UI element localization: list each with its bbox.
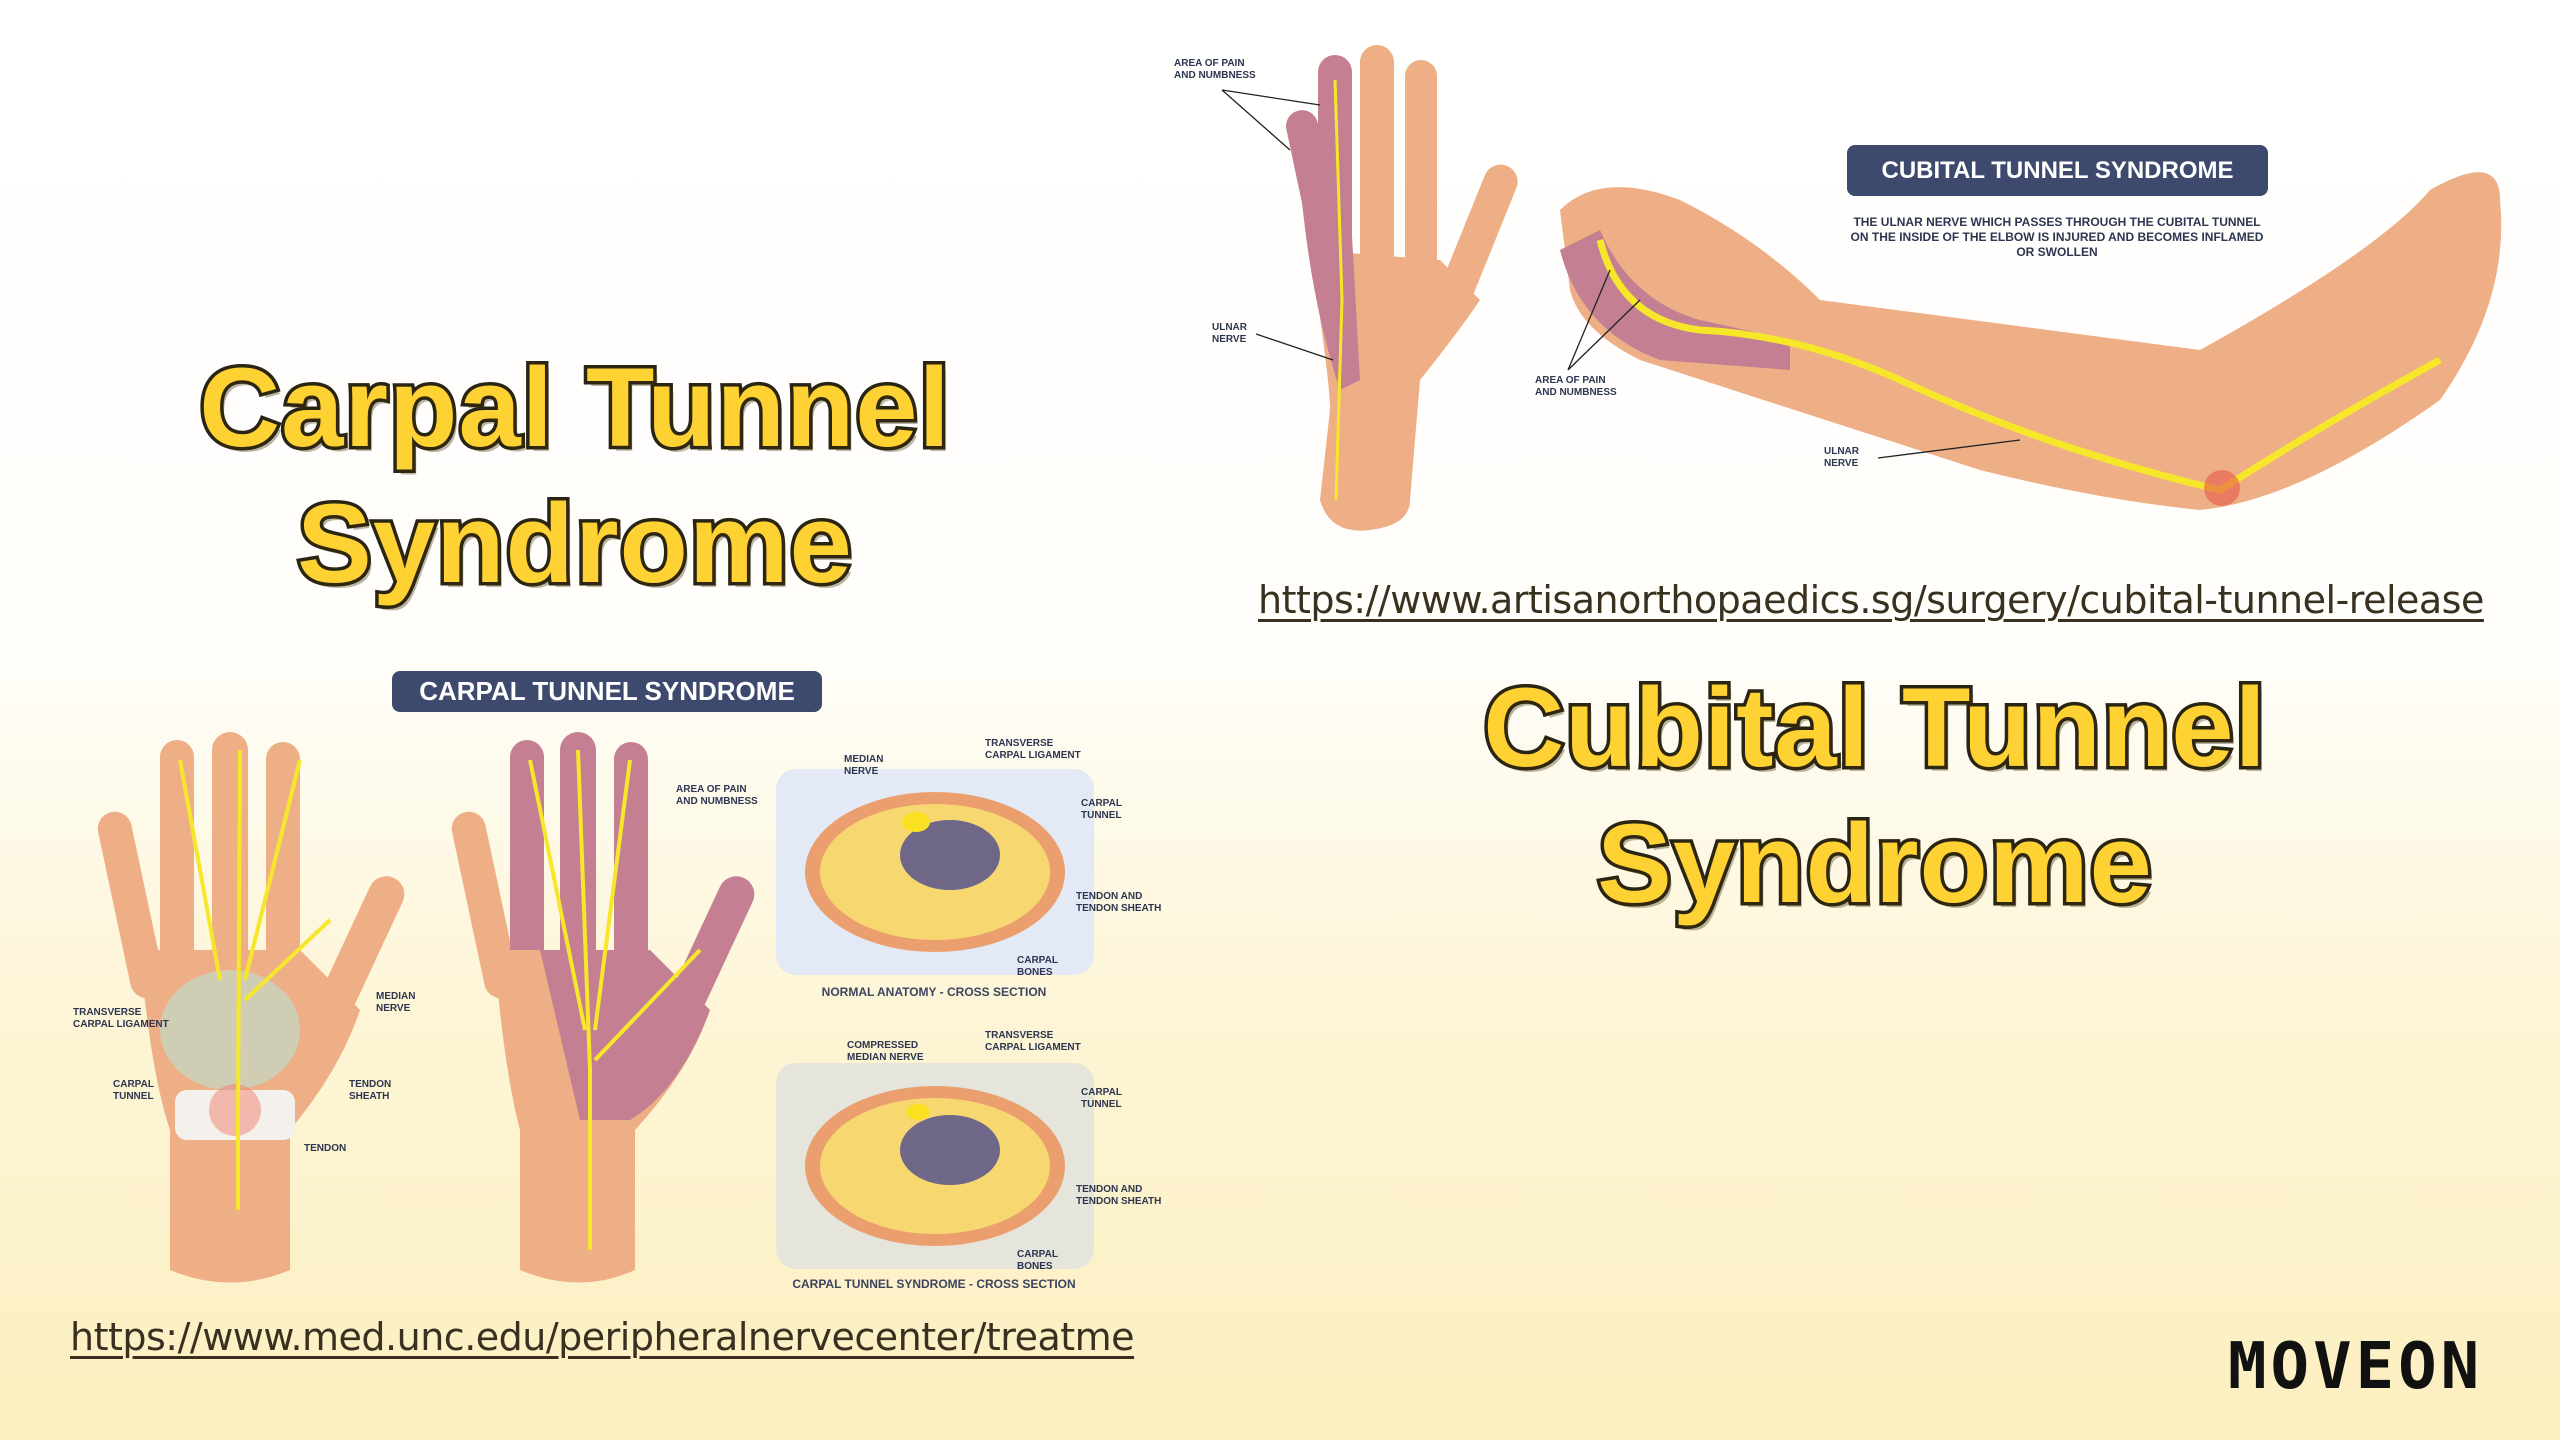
cross-section-normal bbox=[776, 769, 1094, 975]
tendon-label: TENDON bbox=[304, 1143, 347, 1154]
title-line: Cubital Tunnel bbox=[1480, 662, 2269, 794]
cubital-description: THE ULNAR NERVE WHICH PASSES THROUGH THE… bbox=[1850, 215, 2264, 259]
syndrome-tunnel-label: CARPAL TUNNEL bbox=[1081, 1087, 1122, 1110]
tendon-sheath-label: TENDON SHEATH bbox=[349, 1079, 392, 1102]
arm-hand-drawing bbox=[1221, 45, 2502, 531]
syndrome-caption: CARPAL TUNNEL SYNDROME - CROSS SECTION bbox=[792, 1277, 1076, 1291]
syndrome-bones-label: CARPAL BONES bbox=[1017, 1249, 1058, 1272]
moveon-logo: MOVEON bbox=[2228, 1330, 2484, 1404]
syndrome-tendon-label: TENDON AND TENDON SHEATH bbox=[1076, 1184, 1162, 1207]
anatomy-hand-shape bbox=[97, 732, 405, 1283]
cubital-tunnel-illustration: CUBITAL TUNNEL SYNDROME THE ULNAR NERVE … bbox=[0, 0, 2560, 560]
carpal-tunnel-illustration: CARPAL TUNNEL SYNDROME TRANSVERSE CARPAL… bbox=[0, 650, 1180, 1300]
carpal-hands-drawing bbox=[97, 732, 1094, 1283]
title-line: Carpal Tunnel bbox=[196, 342, 953, 474]
open-hand-shape bbox=[1286, 45, 1518, 531]
cubital-tunnel-title: Cubital Tunnel Syndrome bbox=[1410, 660, 2340, 932]
cubital-badge: CUBITAL TUNNEL SYNDROME bbox=[1847, 145, 2268, 196]
pain-area-hand-shape bbox=[451, 732, 755, 1283]
carpal-tunnel-label: CARPAL TUNNEL bbox=[113, 1079, 154, 1102]
hand-nerve-label: ULNAR NERVE bbox=[1212, 322, 1247, 345]
ligament-label: TRANSVERSE CARPAL LIGAMENT bbox=[73, 1007, 169, 1030]
carpal-tunnel-title: Carpal Tunnel Syndrome bbox=[110, 340, 1040, 612]
leader-lines bbox=[1221, 89, 2021, 459]
title-line: Syndrome bbox=[294, 478, 856, 610]
carpal-badge: CARPAL TUNNEL SYNDROME bbox=[392, 671, 822, 712]
syndrome-ligament-label: TRANSVERSE CARPAL LIGAMENT bbox=[985, 1030, 1081, 1053]
normal-ligament-label: TRANSVERSE CARPAL LIGAMENT bbox=[985, 738, 1081, 761]
median-nerve-label: MEDIAN NERVE bbox=[376, 991, 416, 1014]
cubital-source-link[interactable]: https://www.artisanorthopaedics.sg/surge… bbox=[1258, 578, 2484, 622]
normal-tendon-label: TENDON AND TENDON SHEATH bbox=[1076, 891, 1162, 914]
normal-median-label: MEDIAN NERVE bbox=[844, 754, 884, 777]
arm-pain-label: AREA OF PAIN AND NUMBNESS bbox=[1535, 375, 1617, 398]
carpal-source-link[interactable]: https://www.med.unc.edu/peripheralnervec… bbox=[70, 1315, 1135, 1359]
hand-pain-label: AREA OF PAIN AND NUMBNESS bbox=[1174, 58, 1256, 81]
normal-tunnel-label: CARPAL TUNNEL bbox=[1081, 798, 1122, 821]
cross-section-syndrome bbox=[776, 1063, 1094, 1269]
normal-bones-label: CARPAL BONES bbox=[1017, 955, 1058, 978]
title-line: Syndrome bbox=[1594, 798, 2156, 930]
syndrome-median-label: COMPRESSED MEDIAN NERVE bbox=[847, 1040, 924, 1063]
normal-caption: NORMAL ANATOMY - CROSS SECTION bbox=[821, 985, 1047, 999]
arm-nerve-label: ULNAR NERVE bbox=[1824, 446, 1859, 469]
bent-arm-shape bbox=[1560, 172, 2502, 510]
pain-area-label: AREA OF PAIN AND NUMBNESS bbox=[676, 784, 758, 807]
